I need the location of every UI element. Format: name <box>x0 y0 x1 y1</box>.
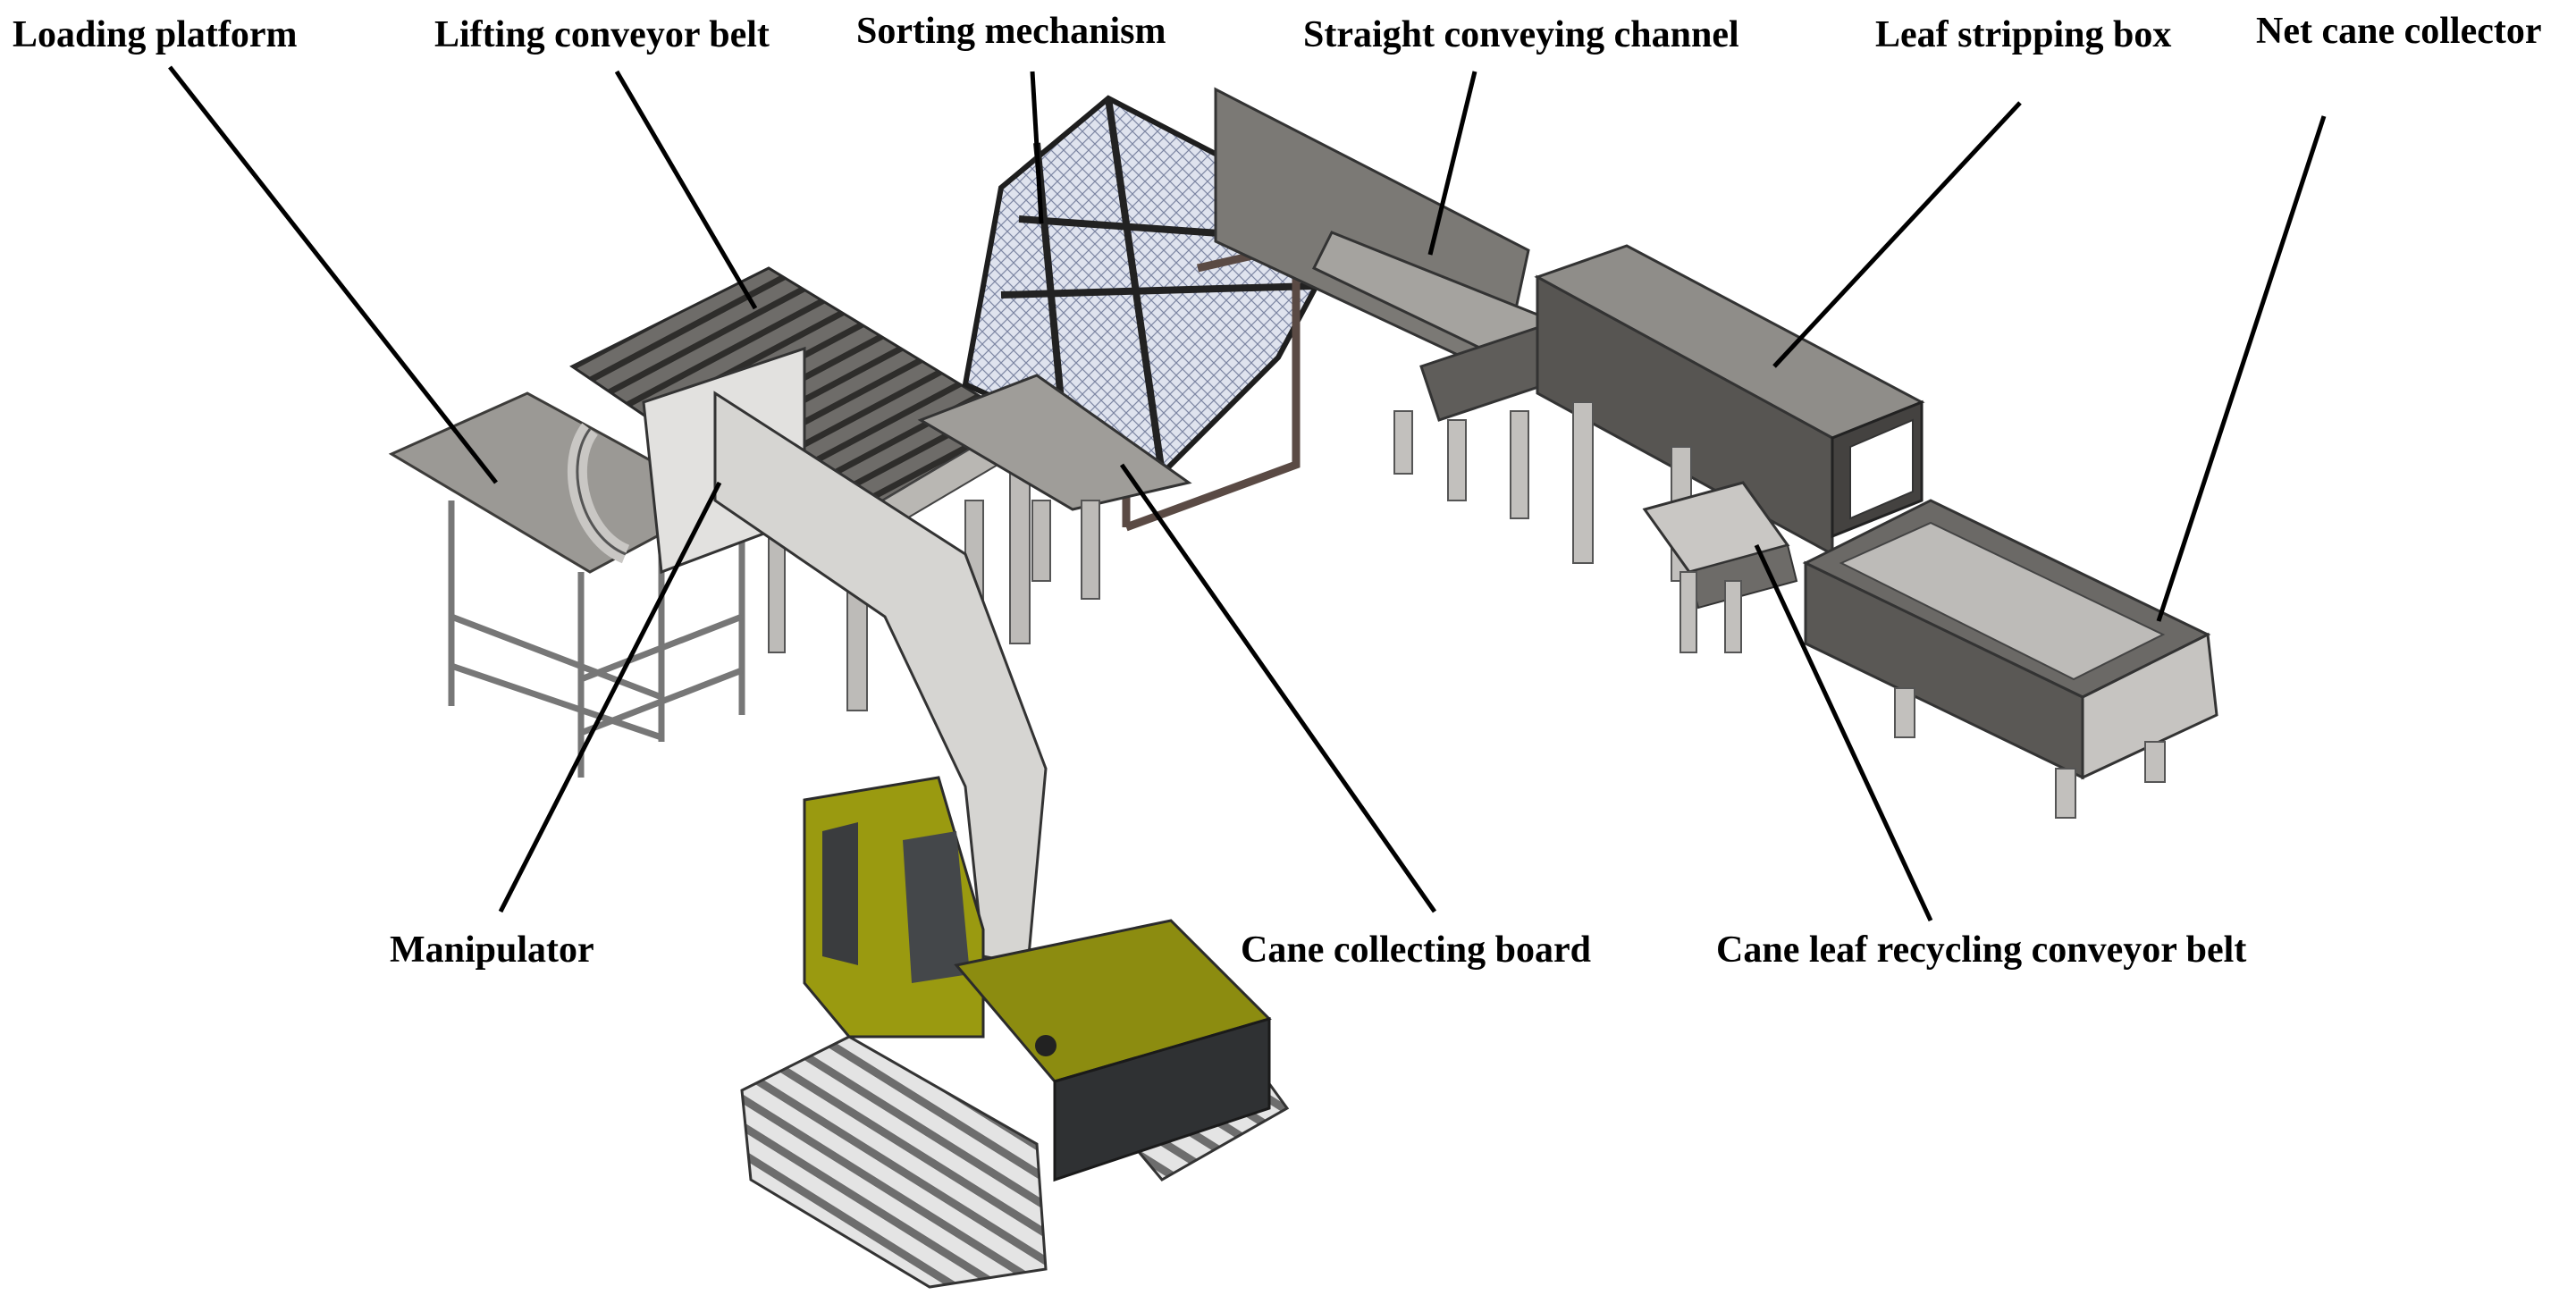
label-net-cane-collector: Net cane collector <box>2256 11 2542 52</box>
net-cane-collector <box>1802 499 2218 819</box>
leader-line-cane-collecting-board <box>1119 463 1437 913</box>
label-loading-platform: Loading platform <box>13 14 298 55</box>
leader-line-sorting-mechanism <box>1030 71 1044 224</box>
label-lifting-conveyor-belt: Lifting conveyor belt <box>434 14 770 55</box>
label-manipulator: Manipulator <box>390 929 594 971</box>
label-sorting-mechanism: Sorting mechanism <box>856 11 1166 52</box>
excavator <box>740 776 1290 1289</box>
leader-line-loading-platform <box>168 65 498 484</box>
leader-line-leaf-stripping-box <box>1772 101 2022 368</box>
label-cane-leaf-recycling-conveyor-belt: Cane leaf recycling conveyor belt <box>1716 929 2247 971</box>
leader-line-lifting-conveyor-belt <box>614 70 758 310</box>
label-cane-collecting-board: Cane collecting board <box>1241 929 1591 971</box>
leader-line-net-cane-collector <box>2156 115 2327 622</box>
straight-conveying-channel <box>1214 87 1575 519</box>
manipulator <box>568 346 1048 967</box>
leader-line-cane-leaf-recycling-conveyor-belt <box>1754 543 1933 922</box>
loading-platform <box>388 391 745 778</box>
cane-leaf-recycling-conveyor-belt <box>1642 481 1798 653</box>
label-straight-conveying-channel: Straight conveying channel <box>1303 14 1739 55</box>
cane-collecting-board <box>917 374 1192 600</box>
label-leaf-stripping-box: Leaf stripping box <box>1875 14 2172 55</box>
leader-lines <box>168 65 2327 922</box>
leader-line-straight-conveying-channel <box>1427 71 1477 256</box>
leader-line-manipulator <box>498 481 722 913</box>
